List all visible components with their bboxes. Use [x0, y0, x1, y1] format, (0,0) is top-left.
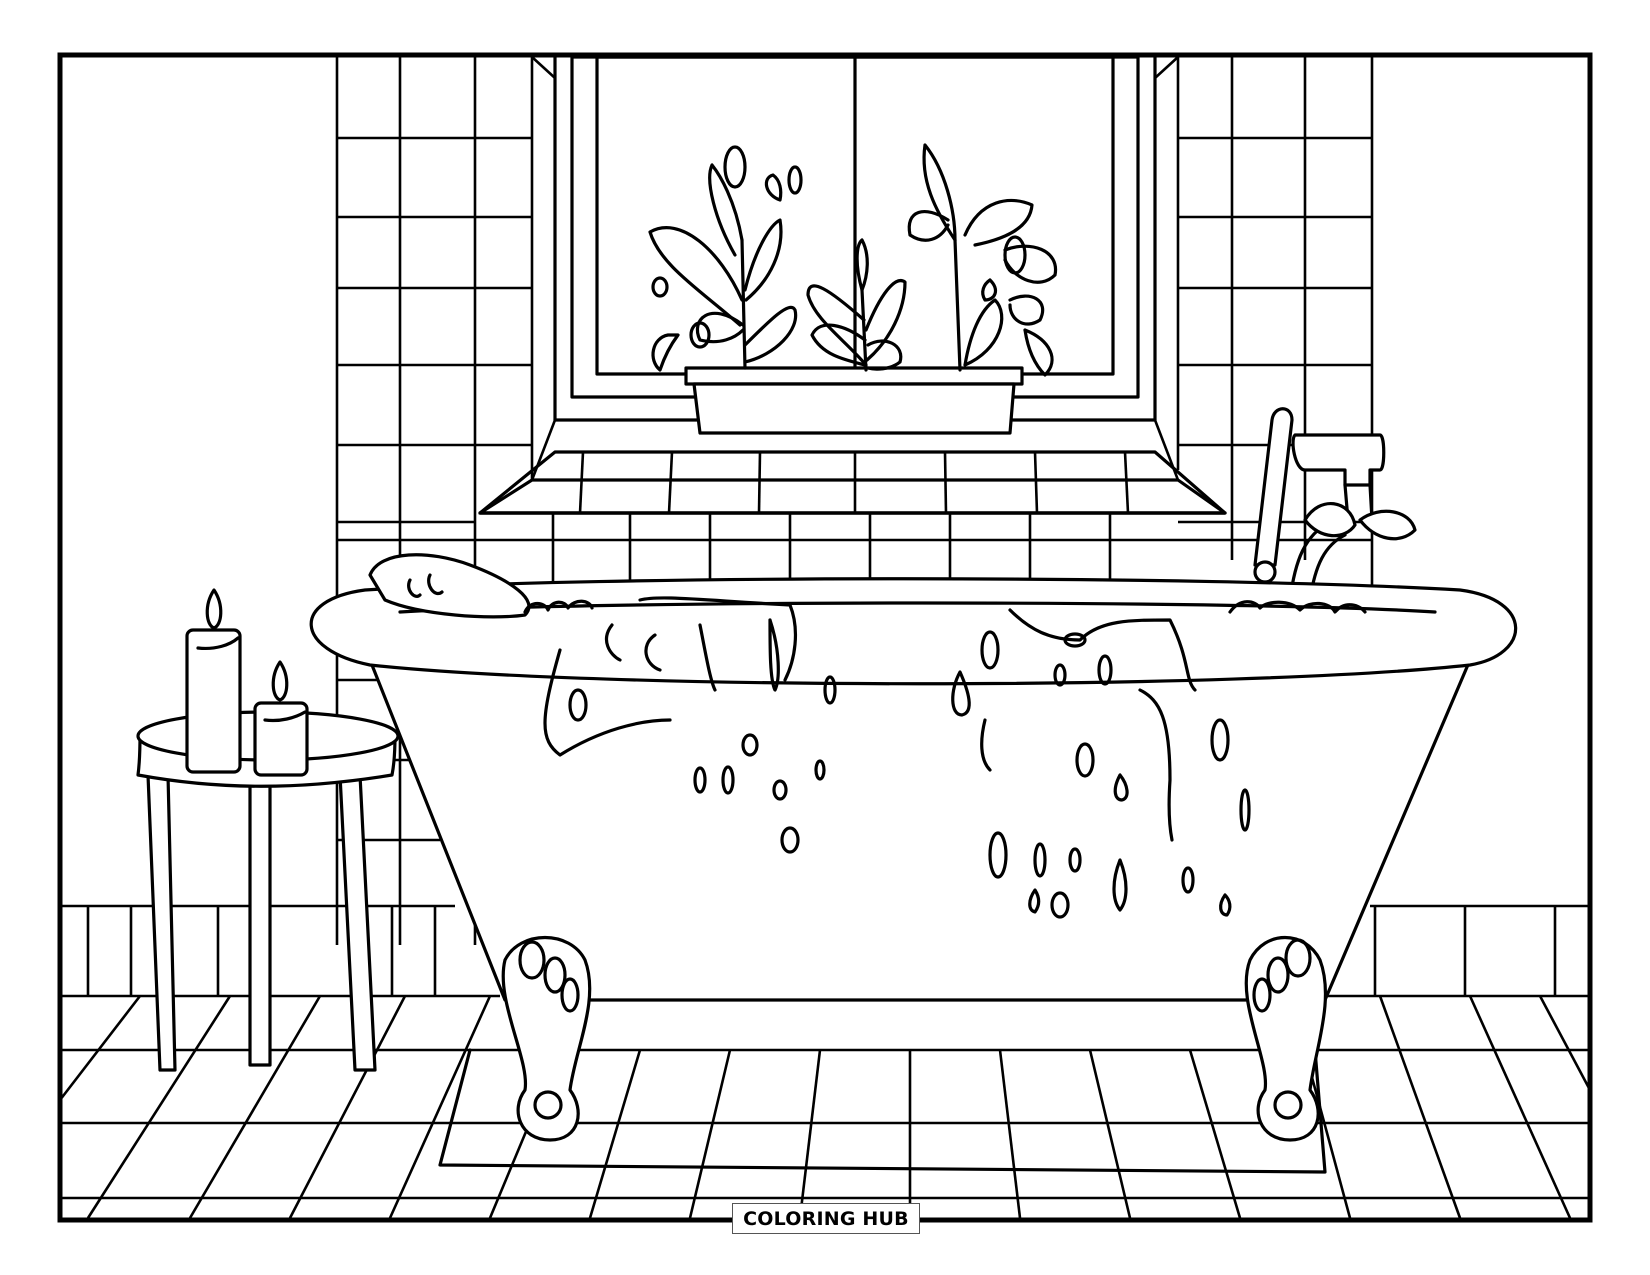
lower-wall-tiles	[337, 513, 1372, 590]
bathtub	[309, 553, 1518, 1142]
candles	[185, 588, 309, 777]
claw-feet	[501, 936, 1328, 1142]
water-droplets	[568, 663, 1251, 919]
right-wall-tiles	[1176, 57, 1374, 600]
faucet	[1253, 407, 1417, 602]
window	[478, 55, 1227, 515]
plant-box	[684, 366, 1024, 435]
watermark: COLORING HUB	[732, 1203, 920, 1234]
plants	[648, 143, 1058, 377]
floor-tiles	[58, 995, 1592, 1219]
